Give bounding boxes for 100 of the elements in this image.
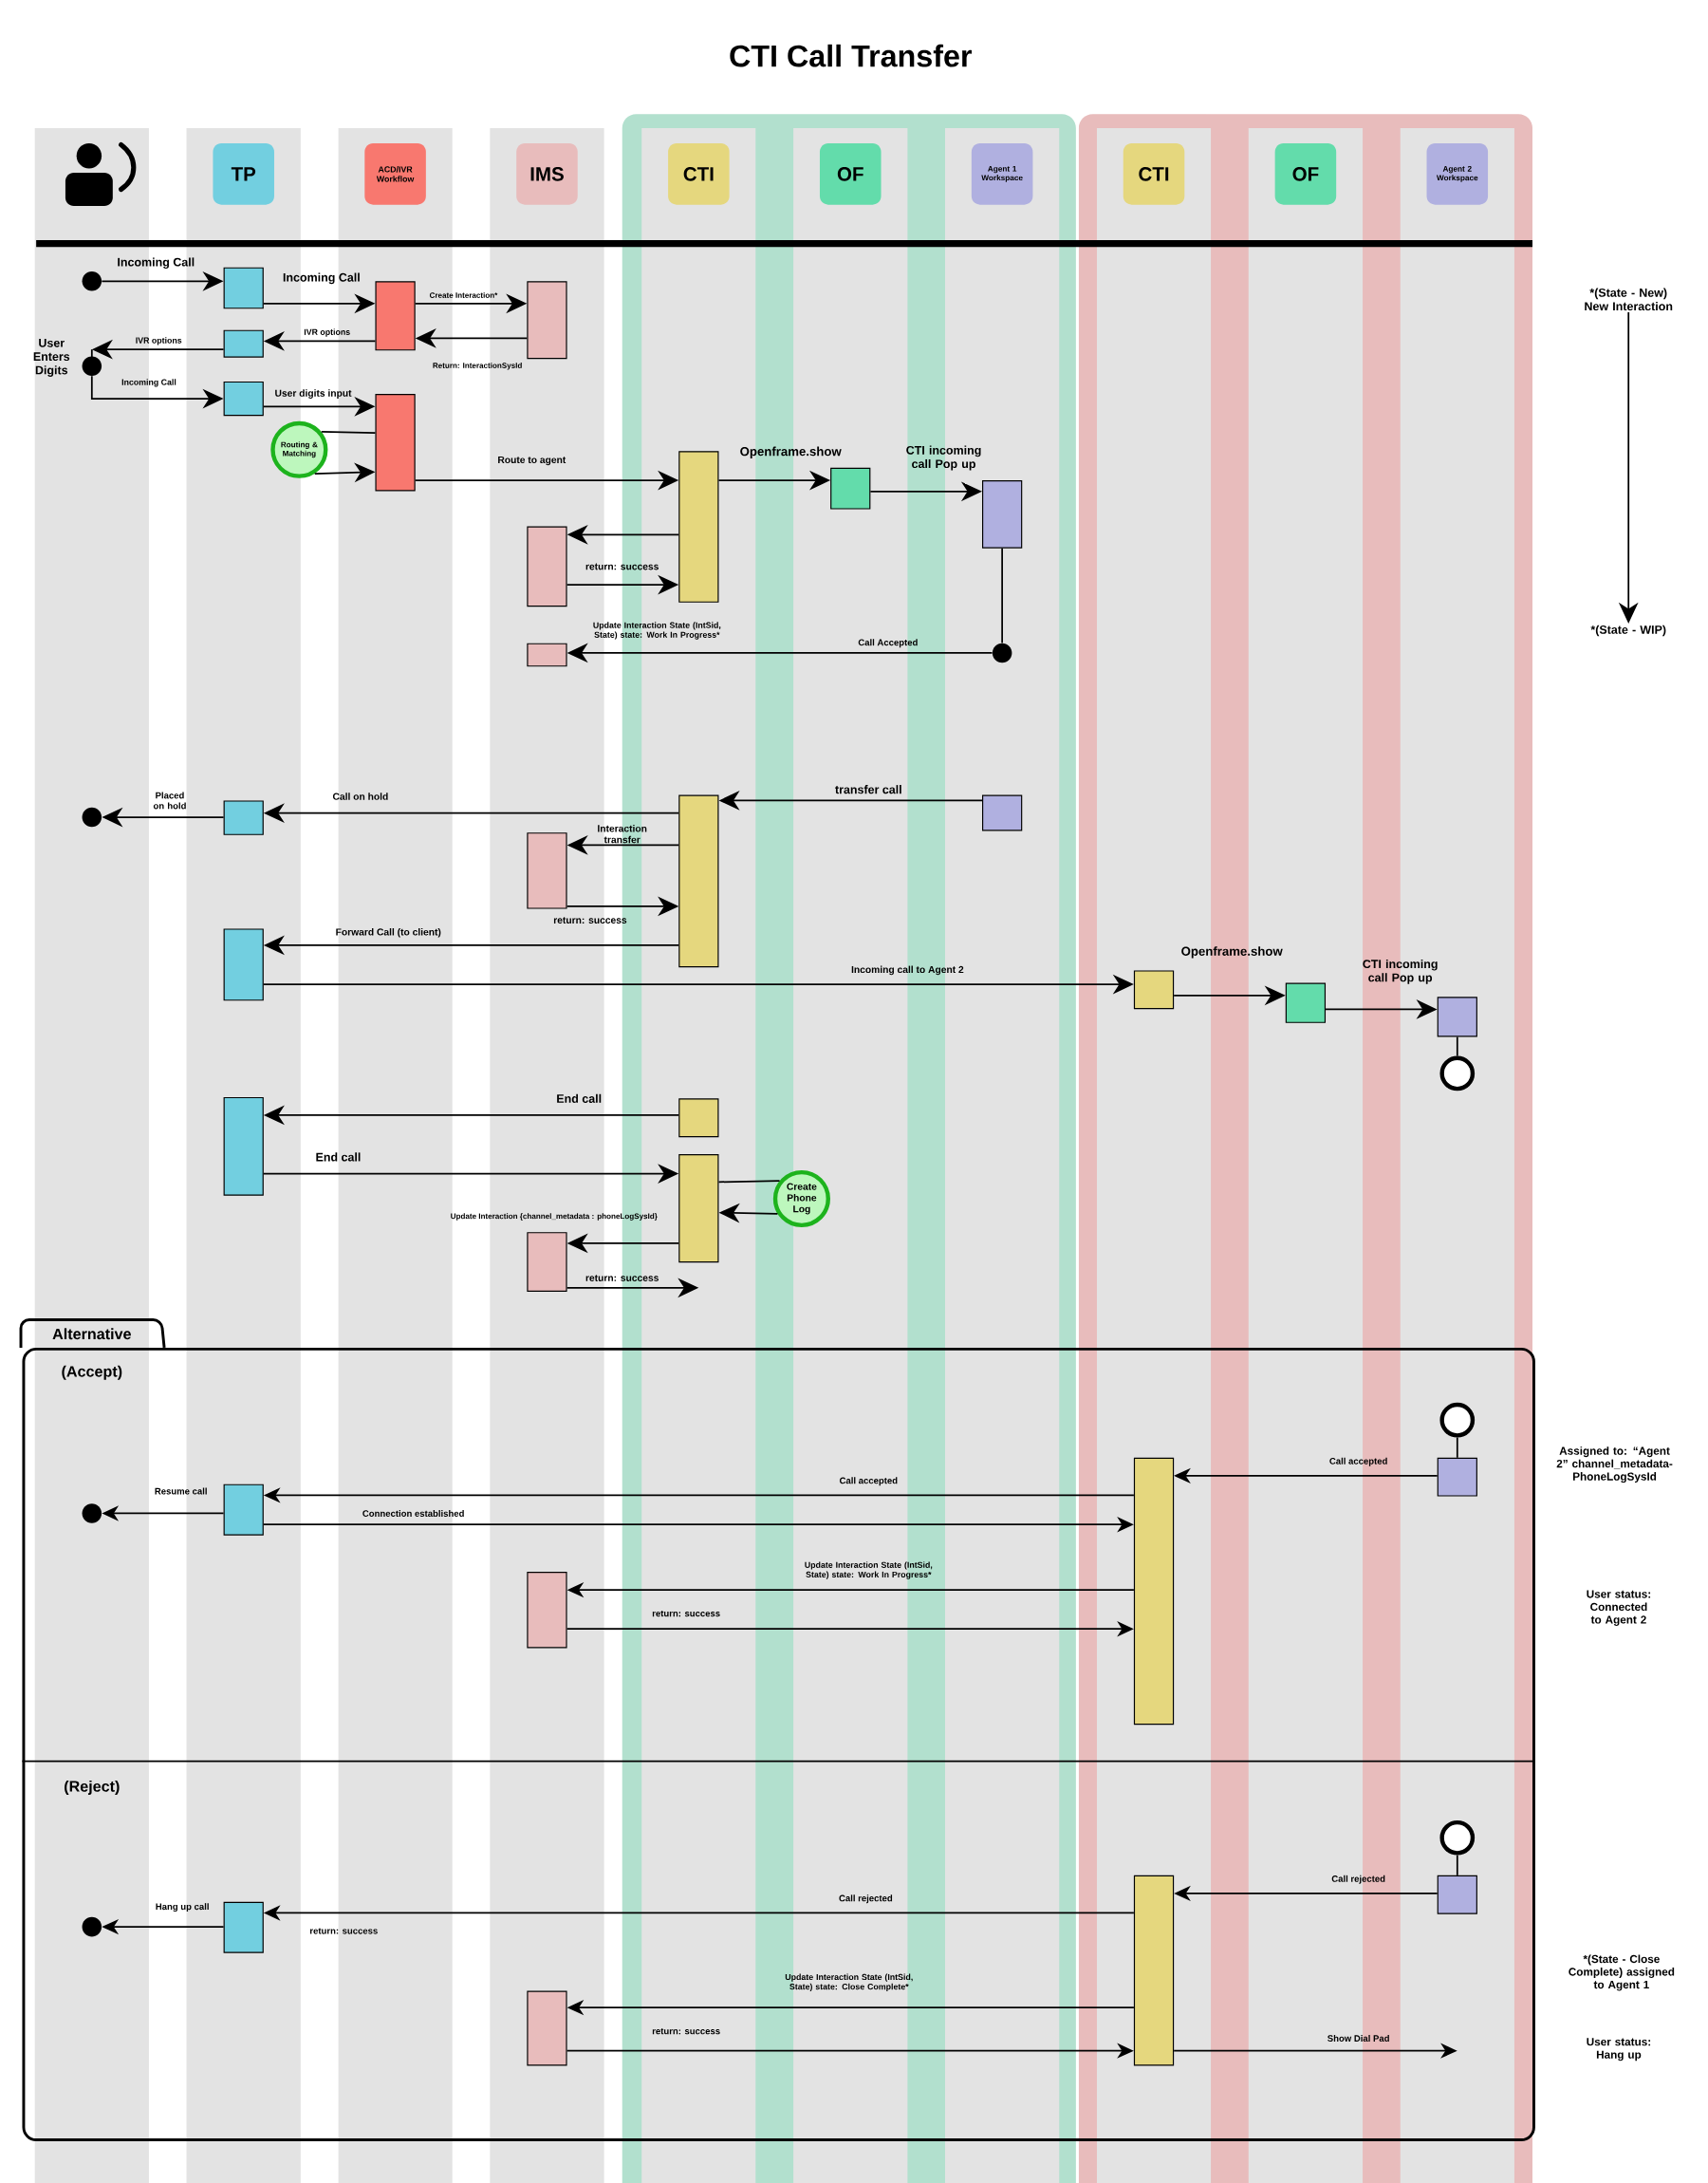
annotation-text: Assigned to: “Agent 2” channel_metadata-PhoneLogSysId <box>1556 1446 1673 1483</box>
lane-header: OF <box>820 143 882 205</box>
edge-label: Forward Call (to client) <box>336 928 441 938</box>
terminal-dot <box>82 271 102 291</box>
edge-label: return: success <box>554 917 627 924</box>
terminal-dot <box>992 643 1012 663</box>
lane-header: TP <box>213 143 275 205</box>
edge-label: IVR options <box>136 337 182 345</box>
connector-line <box>1457 1036 1458 1057</box>
activation-box <box>223 381 264 417</box>
activation-box <box>1134 1875 1175 2066</box>
activation-box <box>982 794 1023 831</box>
annotation-text: User status: Hang up <box>1587 2038 1651 2062</box>
edge-label: return: success <box>585 563 659 570</box>
activation-box <box>527 1572 567 1649</box>
terminal-dot <box>82 348 102 377</box>
edge-label: Call rejected <box>1331 1875 1385 1884</box>
edge-label: Call accepted <box>840 1477 898 1486</box>
edge-label: User digits input <box>275 389 352 399</box>
lane-header: IMS <box>516 143 578 205</box>
connector-line <box>320 431 377 435</box>
edge-label: IVR options <box>304 328 350 337</box>
annotation-text: User status: Connected to Agent 2 <box>1587 1590 1651 1626</box>
lane-header: Agent 2 Workspace <box>1426 143 1489 205</box>
edge-label: Return: InteractionSysId <box>433 363 522 370</box>
activation-box <box>678 1098 719 1138</box>
edge-label: Resume call <box>155 1487 207 1495</box>
edge-label: Update Interaction State (IntSid, State) state: Close Complete* <box>785 1973 913 1991</box>
edge-label: Openframe.show <box>740 446 842 458</box>
node-label: Alternative <box>52 1328 132 1340</box>
activation-box <box>223 1483 264 1536</box>
edge-label: return: success <box>652 2028 720 2035</box>
activation-box <box>223 267 264 309</box>
connector-line <box>1001 547 1004 644</box>
connector-line <box>1457 1854 1458 1876</box>
edge-label: CTI incoming call Pop up <box>1363 959 1438 984</box>
edge-label: return: success <box>585 1275 659 1281</box>
annotation-text: *(State - Close Complete) assigned to Agent 1 <box>1569 1954 1675 1991</box>
edge-label: Interaction transfer <box>598 825 647 844</box>
annotation-text: Update Interaction State (IntSid, State) state: Work In Progress* <box>593 622 721 640</box>
edge-label: Incoming call to Agent 2 <box>851 965 964 976</box>
section-label: (Accept) <box>62 1365 122 1380</box>
lane-header: CTI <box>1123 143 1185 205</box>
activation-box <box>1437 1875 1477 1914</box>
edge-label: Route to agent <box>498 456 566 466</box>
activation-box <box>223 800 264 835</box>
lane-header: CTI <box>668 143 730 205</box>
edge-label: return: success <box>652 1610 720 1617</box>
end-circle <box>1439 1055 1476 1092</box>
activation-box <box>1134 1457 1175 1726</box>
edge-label: Openframe.show <box>1181 946 1283 959</box>
edge-label: Incoming Call <box>121 379 176 387</box>
activation-box <box>527 1990 567 2066</box>
terminal-dot <box>82 1916 102 1937</box>
activation-box <box>1285 982 1327 1023</box>
edge-label: Call accepted <box>1329 1457 1387 1466</box>
edge-label: Connection established <box>362 1510 464 1517</box>
end-circle <box>1439 1402 1476 1438</box>
activation-box <box>527 281 567 360</box>
activation-box <box>678 1154 719 1263</box>
edge-label: End call <box>557 1093 602 1103</box>
activation-box <box>678 451 719 603</box>
edge-label: Incoming Call <box>283 272 360 285</box>
annotation-text: return: success <box>310 1928 378 1934</box>
activation-box <box>678 794 719 968</box>
activation-box <box>527 643 567 667</box>
end-circle <box>1439 1819 1476 1856</box>
activation-box <box>375 281 416 351</box>
activation-box <box>982 480 1023 549</box>
edge-label: Call on hold <box>333 793 388 800</box>
activation-box <box>830 467 871 510</box>
state-note: *(State - New) New Interaction <box>1585 288 1673 311</box>
edge-label: Call rejected <box>839 1894 893 1904</box>
edge-label: CTI incoming call Pop up <box>906 445 981 471</box>
terminal-dot <box>82 1503 102 1523</box>
activation-box <box>223 1096 264 1196</box>
lane-header: ACD/IVR Workflow <box>364 143 426 205</box>
edge-label: transfer call <box>835 785 901 794</box>
lane-header: Agent 1 Workspace <box>971 143 1033 205</box>
lane-header: OF <box>1274 143 1337 205</box>
activation-box <box>375 394 416 492</box>
activation-box <box>527 526 567 607</box>
edge-label: Placed on hold <box>153 792 186 810</box>
edge-label: Hang up call <box>156 1903 209 1912</box>
terminal-dot <box>82 807 102 828</box>
connector-line <box>1457 1436 1458 1459</box>
state-note: *(State - WIP) <box>1590 625 1666 637</box>
activation-box <box>1437 1457 1477 1497</box>
edge-label: Create Interaction* <box>430 292 498 298</box>
edge-label: Incoming Call <box>118 257 195 270</box>
title: CTI Call Transfer <box>730 44 973 67</box>
activation-box <box>223 1901 264 1953</box>
activation-box <box>223 928 264 1001</box>
edge-label: Update Interaction State (IntSid, State) state: Work In Progress* <box>805 1561 933 1579</box>
edge-label: Update Interaction {channel_metadata : phoneLogSysId} <box>451 1213 658 1221</box>
activation-box <box>527 1232 567 1292</box>
actor-label: User Enters Digits <box>33 339 70 377</box>
edge-label: Show Dial Pad <box>1327 2035 1389 2042</box>
activation-box <box>223 329 264 358</box>
edge-label: Call Accepted <box>858 639 918 648</box>
